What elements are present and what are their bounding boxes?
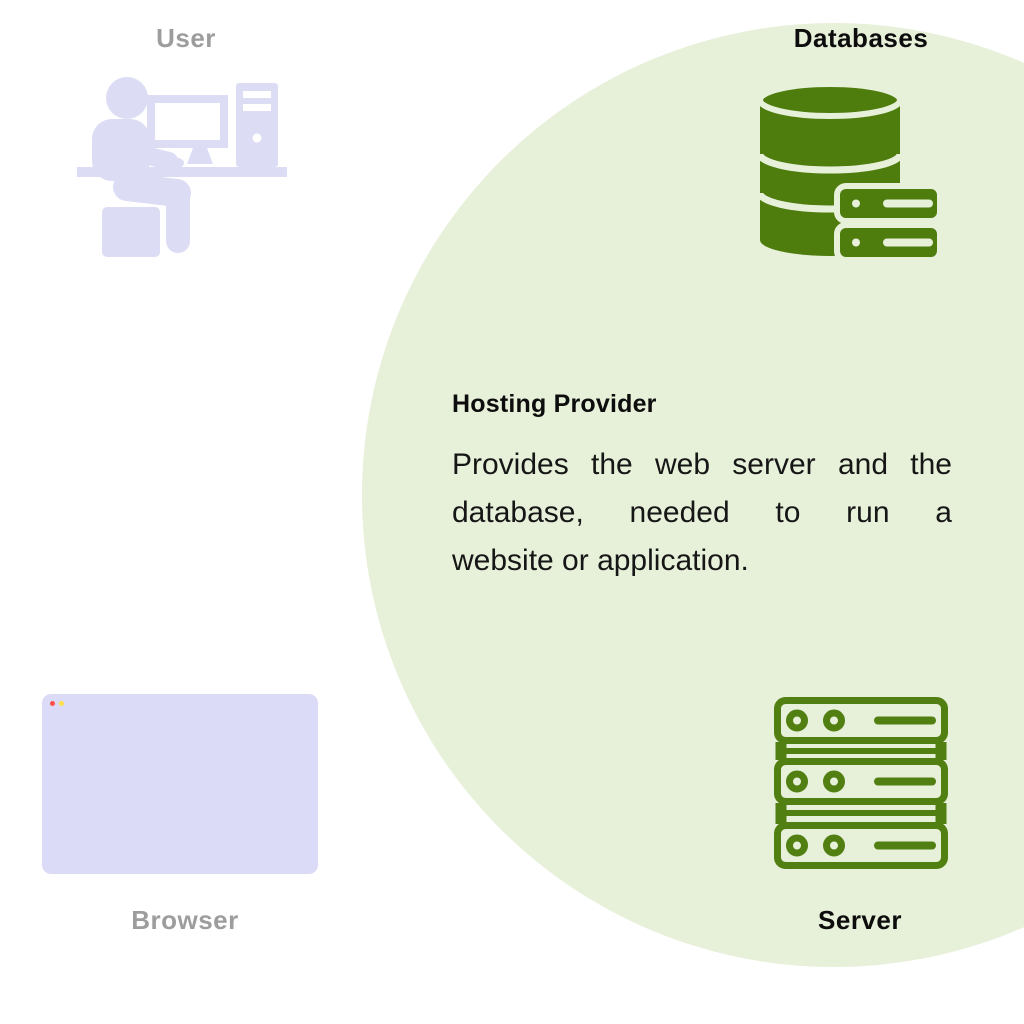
browser-window-icon <box>42 694 318 874</box>
user-label: User <box>156 23 216 53</box>
window-dot-red-icon <box>50 701 55 706</box>
databases-label: Databases <box>793 23 929 53</box>
person-at-desk-icon <box>77 77 287 257</box>
hosting-provider-title: Hosting Provider <box>452 390 657 418</box>
server-label: Server <box>818 905 902 935</box>
description-line: database, needed to run a <box>452 496 952 529</box>
hosting-provider-description: Provides the web server and the database… <box>452 441 952 585</box>
browser-label: Browser <box>131 905 239 935</box>
description-line: Provides the web server and the <box>452 448 952 481</box>
server-rack-icon <box>774 697 948 869</box>
description-line: website or application. <box>452 544 749 577</box>
window-dot-yellow-icon <box>59 701 64 706</box>
database-stack-icon <box>756 81 943 263</box>
